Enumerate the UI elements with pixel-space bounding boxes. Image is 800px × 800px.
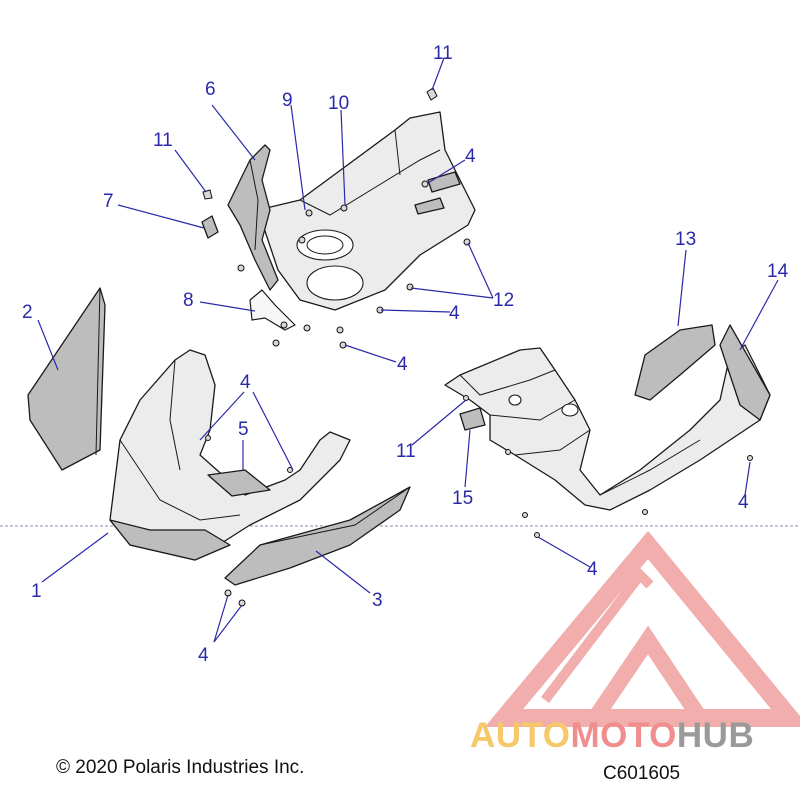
- small-bracket: [249, 289, 296, 331]
- front-skid-assembly: [109, 349, 351, 561]
- callout-13: 13: [675, 229, 696, 250]
- callout-numbers: 1 2 3 4 4 4 4 4 4 4 5 6 7 8 9 10 11 11 1…: [22, 43, 789, 666]
- rear-frame-body: [444, 344, 771, 511]
- callout-12: 12: [493, 290, 514, 311]
- watermark-brand-part1: AUTO: [470, 716, 571, 755]
- callout-3: 3: [372, 590, 383, 611]
- watermark-brand-text: AUTOMOTOHUB: [470, 716, 754, 756]
- watermark-logo-icon: [484, 530, 800, 727]
- callout-4-rear-right: 4: [738, 492, 749, 513]
- callout-1: 1: [31, 581, 42, 602]
- callout-15: 15: [452, 488, 473, 509]
- copyright-notice: © 2020 Polaris Industries Inc.: [56, 757, 305, 778]
- callout-2: 2: [22, 302, 33, 323]
- watermark-brand-part2: MOTO: [570, 716, 677, 755]
- callout-7: 7: [103, 191, 114, 212]
- callout-4-rear-bottom: 4: [587, 559, 598, 580]
- callout-6: 6: [205, 79, 216, 100]
- front-skid-body: [109, 349, 351, 561]
- callout-14: 14: [767, 261, 789, 282]
- side-bracket: [227, 144, 279, 291]
- callout-4-front-skid: 4: [240, 372, 251, 393]
- callout-11-rear: 11: [396, 441, 416, 462]
- plate-cutout-lower: [306, 265, 364, 301]
- skid-panel-right: [224, 486, 411, 586]
- rivet-left: [202, 189, 213, 200]
- callout-4-upper-top: 4: [465, 146, 476, 167]
- upper-skid-plate: [257, 111, 476, 311]
- leader-lines: [37, 57, 779, 643]
- callout-4-upper-low: 4: [397, 354, 408, 375]
- callout-11-top: 11: [433, 43, 453, 64]
- rear-frame-assembly: [444, 324, 771, 538]
- clip-part: [201, 215, 219, 239]
- frame-panel: [634, 324, 716, 401]
- figure-code: C601605: [603, 763, 681, 784]
- callout-10: 10: [328, 93, 349, 114]
- rivet-top: [426, 87, 438, 101]
- callout-4-upper-mid: 4: [449, 303, 460, 324]
- skid-inner-plate: [207, 469, 271, 497]
- frame-block: [459, 407, 486, 431]
- callout-5: 5: [238, 419, 249, 440]
- callout-4-lower-left: 4: [198, 645, 209, 666]
- side-panel-left: [27, 287, 106, 471]
- plate-cutout-upper: [296, 229, 354, 261]
- callout-9: 9: [282, 90, 293, 111]
- watermark-brand-part3: HUB: [676, 716, 755, 755]
- upper-skid-plate-assembly: [201, 87, 476, 331]
- callout-8: 8: [183, 290, 194, 311]
- callout-11-left: 11: [153, 130, 173, 151]
